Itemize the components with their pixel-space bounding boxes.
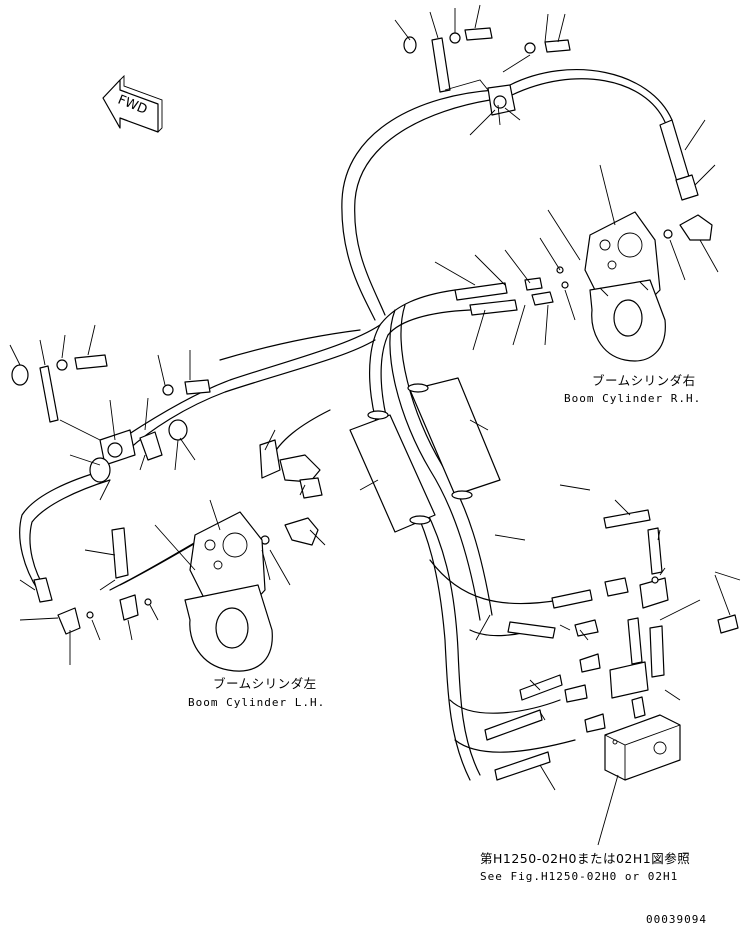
valve-block-assembly: [484, 509, 739, 781]
reference-label-en: See Fig.H1250-02H0 or 02H1: [480, 870, 678, 883]
lh-lower-fittings: [33, 527, 152, 635]
hose-sleeves: [349, 377, 501, 533]
fwd-arrow-icon: FWD: [102, 74, 163, 133]
rh-top-fittings: [659, 119, 713, 241]
fwd-label: FWD: [116, 93, 150, 118]
top-clamp-assembly: [403, 27, 571, 116]
label-lh: ブームシリンダ左 Boom Cylinder L.H.: [188, 676, 325, 709]
drawing-number: 00039094: [646, 913, 707, 926]
rh-fittings: [454, 266, 569, 316]
boom-cylinder-lh-label-jp: ブームシリンダ左: [213, 676, 317, 691]
boom-cylinder-rh-label-jp: ブームシリンダ右: [592, 373, 696, 388]
hose-routing: [19, 69, 673, 781]
lh-hose-fittings: [259, 439, 323, 546]
label-reference: 第H1250-02H0または02H1図参照 See Fig.H1250-02H0…: [480, 851, 690, 883]
boom-cylinder-rh-label-en: Boom Cylinder R.H.: [564, 392, 701, 405]
left-clamp-assembly: [11, 354, 211, 483]
boom-cylinder-lh: [184, 511, 273, 672]
reference-label-jp: 第H1250-02H0または02H1図参照: [480, 851, 690, 866]
boom-cylinder-rh: [584, 211, 666, 362]
label-rh: ブームシリンダ右 Boom Cylinder R.H.: [564, 373, 701, 405]
leader-lines: [9, 4, 741, 846]
boom-cylinder-lh-label-en: Boom Cylinder L.H.: [188, 696, 325, 709]
